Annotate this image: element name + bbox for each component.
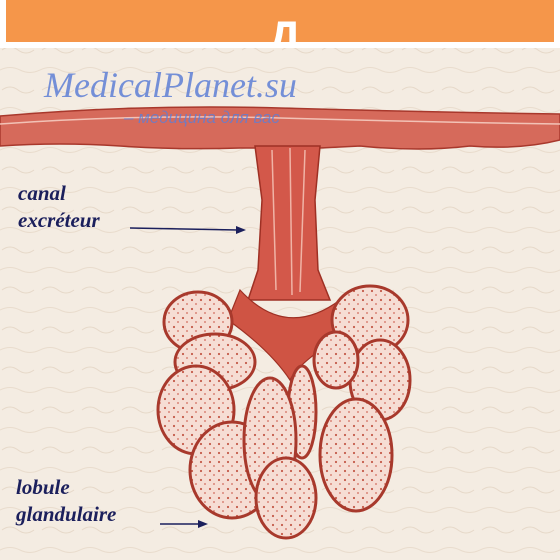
epidermis-layer [0,107,560,149]
label-lobule-line1: lobule [16,474,116,501]
label-duct-line2: excréteur [18,207,100,234]
label-lobule-line2: glandulaire [16,501,116,528]
watermark-site: MedicalPlanet.su [44,64,297,106]
label-excretory-duct: canal excréteur [18,180,100,234]
label-duct-line1: canal [18,180,100,207]
header-bar: Д [0,0,560,48]
watermark-tagline: – медицина для вас [124,108,280,128]
label-gland-lobule: lobule glandulaire [16,474,116,528]
